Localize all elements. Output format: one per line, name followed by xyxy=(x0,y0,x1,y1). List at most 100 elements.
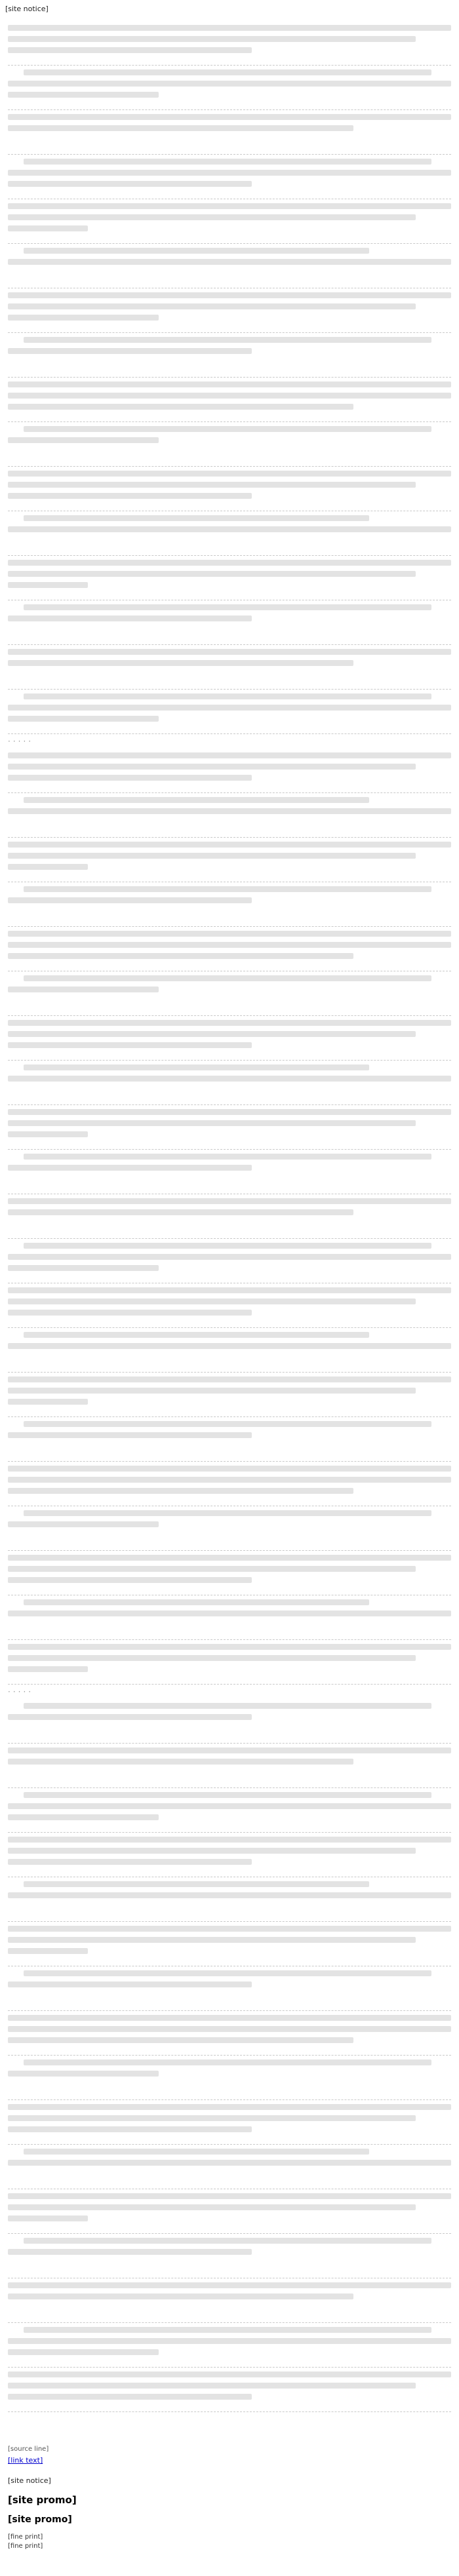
text-line-placeholder xyxy=(24,2327,431,2333)
paragraph-placeholder xyxy=(8,600,451,645)
paragraph-placeholder xyxy=(8,110,451,155)
text-line-placeholder xyxy=(8,942,451,948)
paragraph-placeholder xyxy=(8,1150,451,1194)
text-line-placeholder xyxy=(8,1020,451,1026)
welcome-line: [site notice] xyxy=(8,2476,51,2485)
paragraph-placeholder xyxy=(8,2011,451,2056)
text-line-placeholder xyxy=(8,560,451,566)
paragraph-placeholder xyxy=(8,511,451,556)
paragraph-placeholder xyxy=(8,645,451,690)
text-line-placeholder xyxy=(8,705,451,711)
footer-small-print-1: [fine print] xyxy=(8,2533,43,2541)
text-line-placeholder xyxy=(24,1970,431,1976)
paragraph-placeholder xyxy=(8,66,451,110)
text-line-placeholder xyxy=(8,1298,416,1304)
text-line-placeholder xyxy=(24,693,431,699)
text-line-placeholder xyxy=(8,1837,451,1843)
text-line-placeholder xyxy=(8,1859,252,1865)
text-line-placeholder xyxy=(8,1477,451,1483)
paragraph-placeholder xyxy=(8,288,451,333)
promo-mobile: [site promo] xyxy=(8,2494,77,2506)
text-line-placeholder xyxy=(24,515,370,521)
paragraph-placeholder xyxy=(8,1373,451,1417)
text-line-placeholder xyxy=(8,2026,451,2032)
source-link[interactable]: [link text] xyxy=(8,2456,43,2465)
paragraph-placeholder xyxy=(8,1551,451,1595)
paragraph-placeholder xyxy=(8,333,451,378)
paragraph-placeholder xyxy=(8,838,451,882)
paragraph-placeholder xyxy=(8,1016,451,1061)
paragraph-placeholder xyxy=(8,927,451,971)
text-line-placeholder xyxy=(8,2371,451,2377)
text-line-placeholder xyxy=(8,1948,88,1954)
text-line-placeholder xyxy=(8,571,416,577)
text-line-placeholder xyxy=(8,716,159,722)
text-line-placeholder xyxy=(8,1466,451,1472)
text-line-placeholder xyxy=(8,437,159,443)
paragraph-placeholder xyxy=(8,1105,451,1150)
text-line-placeholder xyxy=(8,660,354,666)
text-line-placeholder xyxy=(8,471,451,477)
text-line-placeholder xyxy=(8,1031,416,1037)
text-line-placeholder xyxy=(8,2394,252,2400)
text-line-placeholder xyxy=(8,114,451,120)
text-line-placeholder xyxy=(8,2249,252,2255)
text-line-placeholder xyxy=(8,842,451,848)
text-line-placeholder xyxy=(8,1254,451,1260)
footer-small-print-2: [fine print] xyxy=(8,2543,43,2550)
text-line-placeholder xyxy=(24,1703,431,1709)
paragraph-placeholder xyxy=(8,2056,451,2100)
paragraph-placeholder xyxy=(8,1877,451,1922)
paragraph-placeholder xyxy=(8,1328,451,1373)
paragraph-placeholder xyxy=(8,199,451,244)
text-line-placeholder xyxy=(8,931,451,937)
paragraph-placeholder xyxy=(8,1506,451,1551)
text-line-placeholder xyxy=(8,1198,451,1204)
text-line-placeholder xyxy=(24,1421,431,1427)
text-line-placeholder xyxy=(8,1209,354,1215)
text-line-placeholder xyxy=(24,159,431,165)
text-line-placeholder xyxy=(8,1388,416,1394)
text-line-placeholder xyxy=(24,1154,431,1160)
text-line-placeholder xyxy=(8,864,88,870)
text-line-placeholder xyxy=(24,1599,370,1605)
text-line-placeholder xyxy=(8,1399,88,1405)
paragraph-placeholder xyxy=(8,1417,451,1462)
text-line-placeholder xyxy=(8,953,354,959)
text-line-placeholder xyxy=(8,1848,416,1854)
text-line-placeholder xyxy=(24,797,370,803)
text-line-placeholder xyxy=(8,1747,451,1753)
text-line-placeholder xyxy=(8,92,159,98)
text-line-placeholder xyxy=(24,975,431,981)
text-line-placeholder xyxy=(8,526,451,532)
text-line-placeholder xyxy=(8,1814,159,1820)
text-line-placeholder xyxy=(8,2215,88,2221)
text-line-placeholder xyxy=(8,348,252,354)
paragraph-placeholder xyxy=(8,2323,451,2368)
text-line-placeholder xyxy=(8,1610,451,1616)
text-line-placeholder xyxy=(8,1566,416,1572)
text-line-placeholder xyxy=(24,1243,431,1249)
text-line-placeholder xyxy=(24,1332,370,1338)
paragraph-placeholder xyxy=(8,1194,451,1239)
paragraph-placeholder xyxy=(8,422,451,467)
text-line-placeholder xyxy=(8,1577,252,1583)
text-line-placeholder xyxy=(8,1120,416,1126)
text-line-placeholder xyxy=(8,2071,159,2077)
paragraph-placeholder xyxy=(8,749,451,793)
text-line-placeholder xyxy=(8,582,88,588)
text-line-placeholder xyxy=(8,482,416,488)
text-line-placeholder xyxy=(8,2104,451,2110)
text-line-placeholder xyxy=(8,764,416,770)
text-line-placeholder xyxy=(8,1109,451,1115)
paragraph-placeholder xyxy=(8,1239,451,1283)
text-line-placeholder xyxy=(8,615,252,621)
text-line-placeholder xyxy=(8,897,252,903)
text-line-placeholder xyxy=(8,986,159,992)
text-line-placeholder xyxy=(24,1064,370,1070)
text-line-placeholder xyxy=(8,1803,451,1809)
text-line-placeholder xyxy=(8,2383,416,2389)
text-line-placeholder xyxy=(8,2126,252,2132)
text-line-placeholder xyxy=(8,2015,451,2021)
